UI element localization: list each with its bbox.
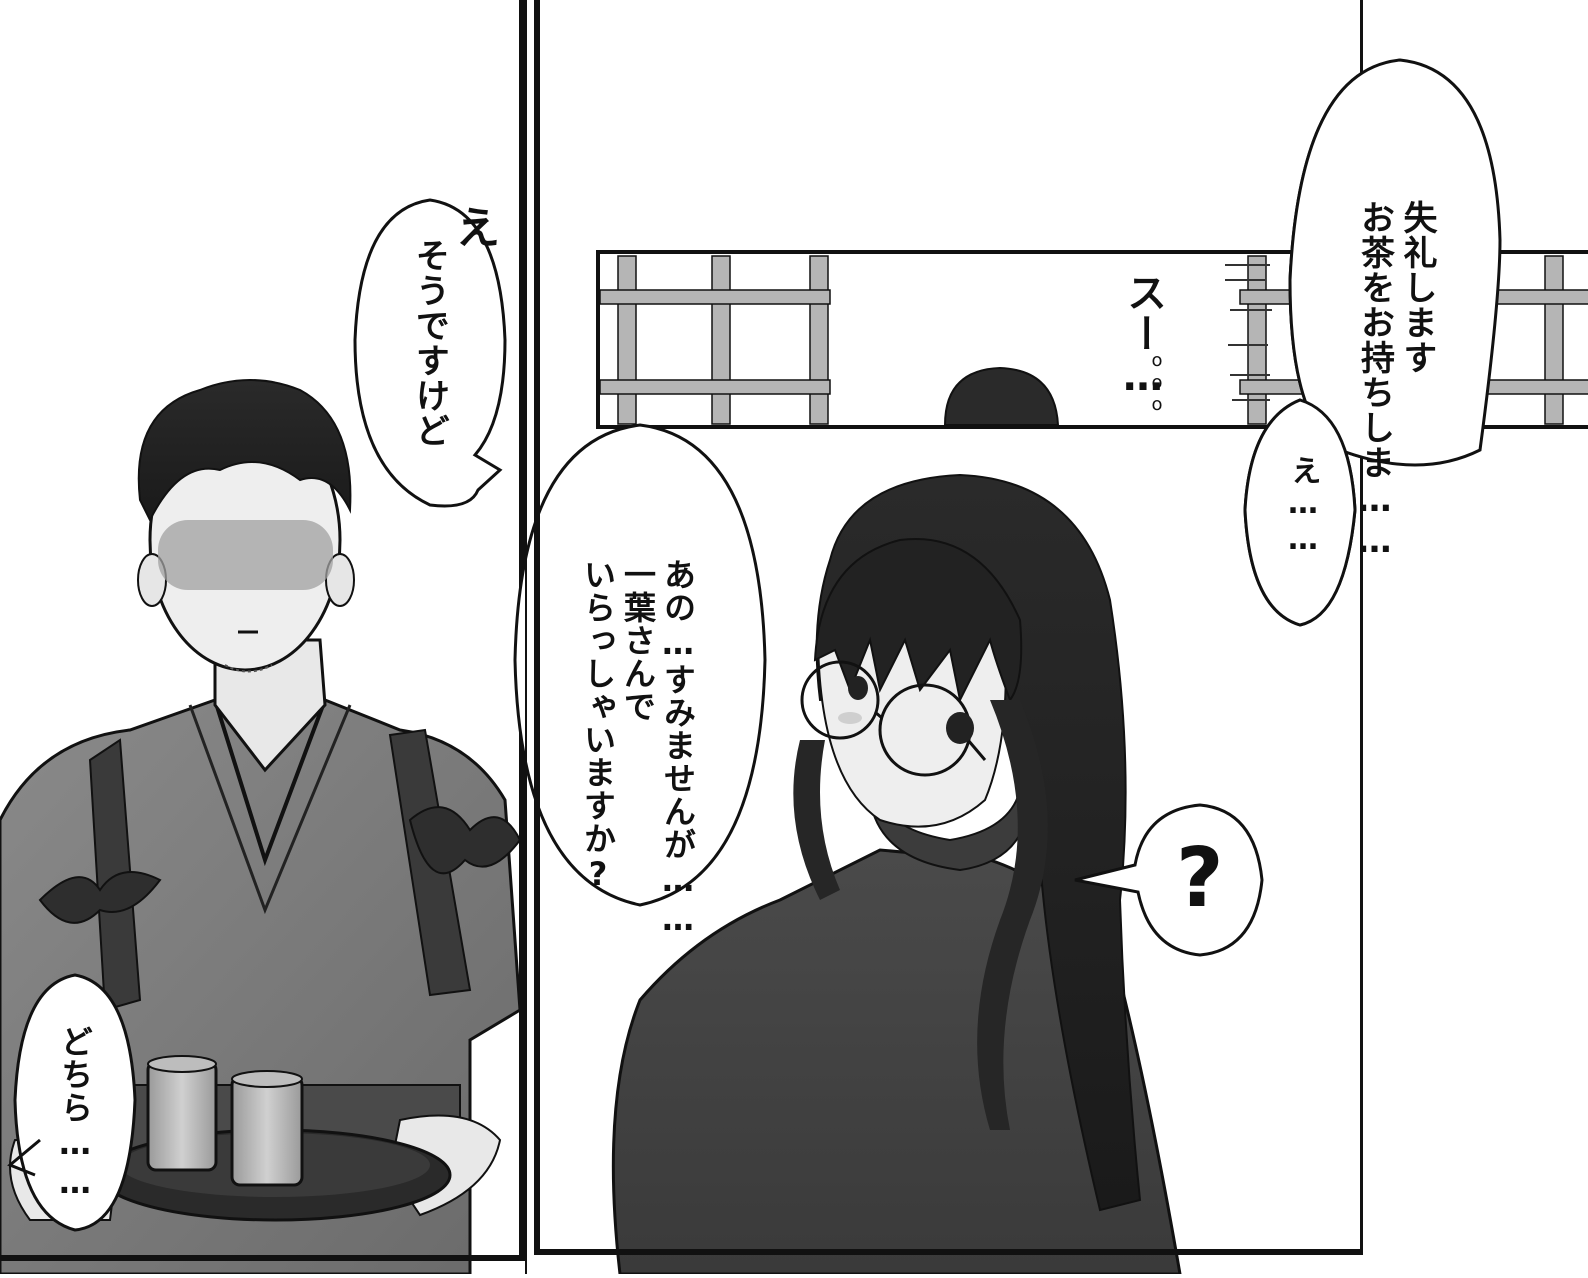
speech-bubble-dochira — [7, 973, 137, 1232]
dialogue-shitsurei: 失礼します お茶をお持ちしま…… — [1353, 118, 1481, 562]
sfx-dots: ooo — [1146, 350, 1168, 416]
dialogue-ano-sumimasen: あの…すみませんが…… 一葉さんで いらっしゃいますか? — [578, 480, 738, 939]
speech-bubble-sou-desu-kedo — [353, 198, 507, 508]
dialogue-sou-desu-kedo: そうですけど — [409, 238, 450, 448]
dialogue-shitsurei-line-1: 失礼します — [1397, 200, 1437, 375]
dialogue-ano-line-3: いらっしゃいますか? — [579, 558, 617, 894]
woman-figure — [611, 473, 1182, 1276]
sfx-door-slide: スー… — [1120, 272, 1166, 401]
dialogue-ano-line-2: 一葉さんで — [619, 558, 657, 723]
speech-bubble-question — [1074, 803, 1264, 957]
dialogue-e-dots: え…… — [1285, 455, 1321, 558]
dialogue-shitsurei-line-2: お茶をお持ちしま…… — [1354, 200, 1395, 562]
dialogue-dochira: どちら…… — [56, 1025, 94, 1202]
dialogue-ano-line-1: あの…すみませんが…… — [659, 558, 697, 939]
speech-bubble-ano-sumimasen — [513, 423, 767, 907]
sfx-e: え — [456, 203, 500, 254]
left-panel — [0, 198, 522, 1276]
dialogue-question-mark: ? — [1176, 831, 1224, 926]
